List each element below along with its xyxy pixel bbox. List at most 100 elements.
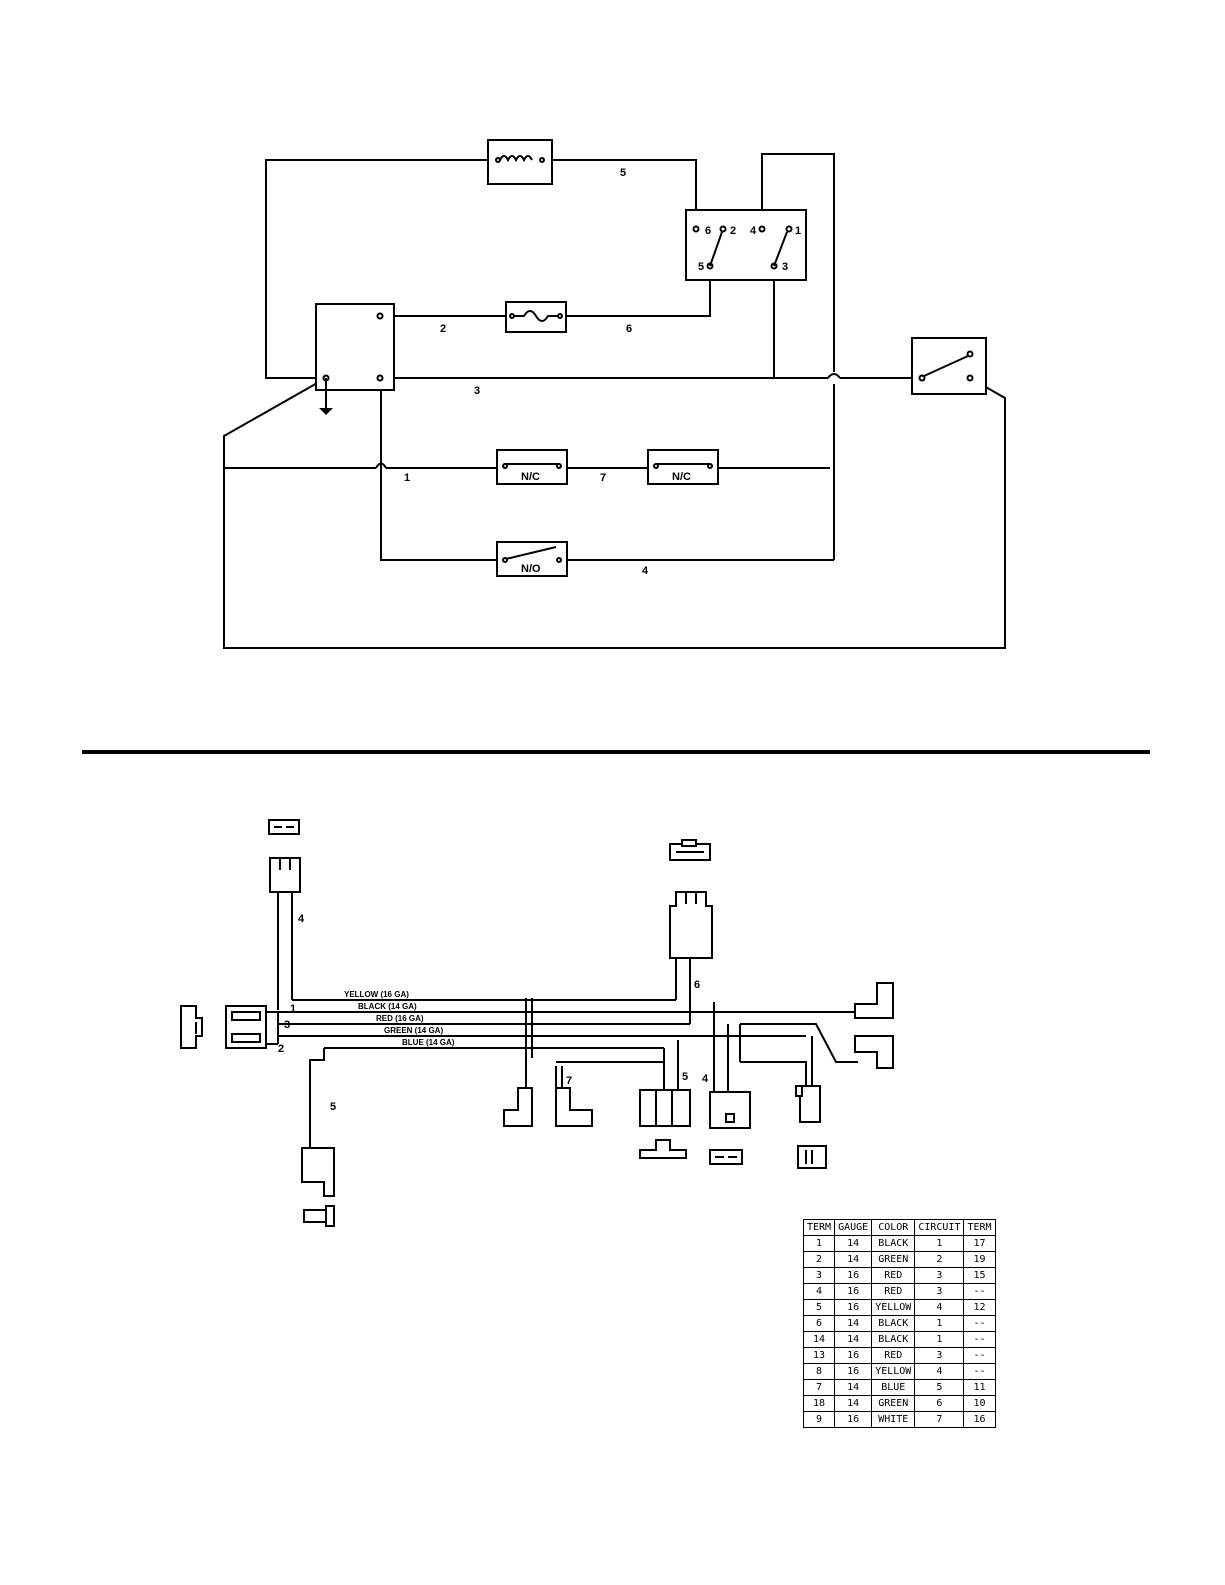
table-cell: 16 xyxy=(834,1283,873,1300)
harness-number: 5 xyxy=(682,1071,688,1083)
table-cell: 3 xyxy=(802,1267,836,1284)
wire-number: 2 xyxy=(440,323,446,335)
table-cell: 14 xyxy=(834,1331,873,1348)
wire-label-black: BLACK (14 GA) xyxy=(358,1002,417,1011)
section-divider xyxy=(82,750,1150,754)
table-cell: 14 xyxy=(834,1251,873,1268)
table-cell: 8 xyxy=(802,1363,836,1380)
table-cell: 16 xyxy=(963,1411,996,1428)
table-cell: 2 xyxy=(914,1251,965,1268)
relay-pin: 4 xyxy=(750,225,757,237)
table-cell: 4 xyxy=(914,1299,965,1316)
table-cell: RED xyxy=(871,1347,916,1364)
table-cell: 16 xyxy=(834,1363,873,1380)
table-cell: 14 xyxy=(834,1235,873,1252)
wire-5 xyxy=(551,159,697,224)
table-cell: YELLOW xyxy=(871,1299,916,1316)
ring-terminal-lower xyxy=(854,1035,894,1069)
relay-pin: 6 xyxy=(705,225,711,237)
table-cell: 6 xyxy=(802,1315,836,1332)
coil-icon xyxy=(499,155,533,163)
table-cell: -- xyxy=(963,1331,996,1348)
table-cell: 1 xyxy=(914,1235,965,1252)
table-cell: GREEN xyxy=(871,1395,916,1412)
table-cell: 19 xyxy=(963,1251,996,1268)
harness: 4 YELLOW (16 GA) BLACK (14 GA) RED (16 G… xyxy=(180,819,894,1227)
table-cell: -- xyxy=(963,1315,996,1332)
table-cell: BLACK xyxy=(871,1315,916,1332)
wire-number: 7 xyxy=(600,472,606,484)
wire-down-left xyxy=(380,378,497,561)
connector-bottom-left-cap xyxy=(303,1205,335,1227)
harness-number: 4 xyxy=(298,913,305,925)
harness-number: 7 xyxy=(566,1075,572,1087)
harness-number: 1 xyxy=(290,1003,296,1015)
connector-top-left-cap xyxy=(268,819,300,835)
wire-number: 3 xyxy=(474,385,480,397)
wire-label-green: GREEN (14 GA) xyxy=(384,1026,443,1035)
nc-switch-1-label: N/C xyxy=(521,471,540,483)
table-cell: WHITE xyxy=(871,1411,916,1428)
table-cell: GREEN xyxy=(871,1251,916,1268)
table-cell: 5 xyxy=(802,1299,836,1316)
connector-top-left xyxy=(269,857,301,893)
table-cell: 14 xyxy=(834,1315,873,1332)
table-cell: 16 xyxy=(834,1299,873,1316)
nc-switch-2 xyxy=(647,449,719,485)
table-cell: 2 xyxy=(802,1251,836,1268)
connector-bottom-left xyxy=(301,1147,335,1197)
relay-connector-cap xyxy=(639,1139,687,1159)
table-cell: 16 xyxy=(834,1411,873,1428)
table-cell: 12 xyxy=(963,1299,996,1316)
table-cell: BLUE xyxy=(871,1379,916,1396)
seat-switch-box xyxy=(911,337,987,395)
table-header: COLOR xyxy=(871,1219,916,1236)
table-cell: -- xyxy=(963,1283,996,1300)
wire-number: 4 xyxy=(642,565,649,577)
loop-bottom xyxy=(223,377,1006,649)
relay-loop xyxy=(761,153,835,372)
table-header: GAUGE xyxy=(834,1219,873,1236)
table-cell: RED xyxy=(871,1267,916,1284)
ground-icon xyxy=(319,408,333,415)
wire-blue-down xyxy=(309,1048,325,1150)
relay-pin: 5 xyxy=(698,261,704,273)
table-cell: 7 xyxy=(914,1411,965,1428)
wire-5-left xyxy=(265,159,488,379)
table-cell: 9 xyxy=(802,1411,836,1428)
table-cell: 11 xyxy=(963,1379,996,1396)
table-cell: 14 xyxy=(834,1379,873,1396)
table-cell: BLACK xyxy=(871,1331,916,1348)
table-header-row: TERM GAUGE COLOR CIRCUIT TERM xyxy=(802,1219,996,1236)
table-cell: BLACK xyxy=(871,1235,916,1252)
table-cell: 15 xyxy=(963,1267,996,1284)
pump-switch xyxy=(799,1085,821,1123)
harness-number: 4 xyxy=(702,1073,709,1085)
table-cell: 4 xyxy=(914,1363,965,1380)
table-cell: 18 xyxy=(802,1395,836,1412)
wire-label-red: RED (16 GA) xyxy=(376,1014,424,1023)
connector-top-right xyxy=(669,891,713,959)
table-cell: YELLOW xyxy=(871,1363,916,1380)
table-header: TERM xyxy=(802,1219,836,1236)
table-cell: 7 xyxy=(802,1379,836,1396)
table-cell: 14 xyxy=(834,1395,873,1412)
table-header: TERM xyxy=(963,1219,996,1236)
table-cell: -- xyxy=(963,1363,996,1380)
nc-switch-1 xyxy=(496,449,568,485)
terminal-2 xyxy=(555,1087,593,1127)
table-cell: RED xyxy=(871,1283,916,1300)
wire-label-blue: BLUE (14 GA) xyxy=(402,1038,455,1047)
harness-number: 6 xyxy=(694,979,700,991)
harness-number: 5 xyxy=(330,1101,336,1113)
schematic: 6 2 4 1 5 3 N/C N/C xyxy=(223,139,1006,649)
